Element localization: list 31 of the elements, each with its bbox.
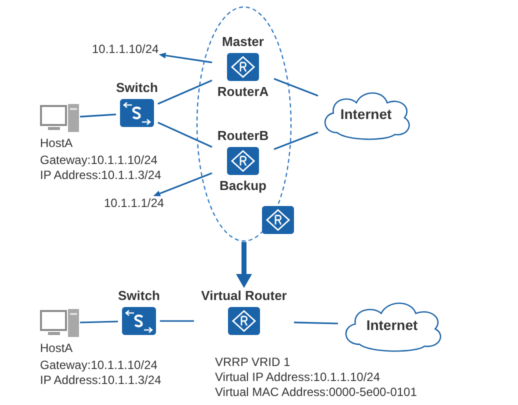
- caption-text: Virtual MAC Address:0000-5e00-0101: [215, 385, 417, 400]
- cloud-label: Internet: [366, 317, 418, 333]
- caption-text: IP Address:10.1.1.3/24: [40, 168, 162, 183]
- device-label: RouterB: [217, 128, 269, 144]
- caption-text: Gateway:10.1.1.10/24: [40, 153, 158, 168]
- host-label: HostA: [40, 136, 73, 151]
- connection-line: [158, 80, 212, 105]
- caption-text: Virtual IP Address:10.1.1.10/24: [215, 370, 382, 385]
- device-label: Backup: [220, 178, 266, 194]
- connection-line: [160, 320, 194, 322]
- device-label: Master: [222, 34, 264, 50]
- device-label: Virtual Router: [201, 288, 287, 304]
- caption-text: Gateway:10.1.1.10/24: [40, 358, 158, 373]
- caption-text: VRRP VRID 1: [215, 355, 292, 370]
- arrow: [153, 172, 212, 196]
- caption-text: IP Address:10.1.1.3/24: [40, 373, 162, 388]
- connection-line: [80, 114, 116, 118]
- ip-address-label: 10.1.1.10/24: [92, 42, 159, 57]
- ip-address-label: 10.1.1.1/24: [104, 196, 164, 211]
- host-label: HostA: [40, 341, 73, 356]
- connection-line: [294, 322, 338, 324]
- device-label: Switch: [118, 288, 160, 304]
- device-label: Switch: [116, 80, 158, 96]
- connection-line: [80, 320, 118, 324]
- arrow: [236, 242, 252, 288]
- arrow: [158, 52, 212, 64]
- device-label: RouterA: [217, 84, 269, 100]
- connection-line: [274, 132, 318, 150]
- connection-line: [158, 122, 212, 148]
- cloud-label: Internet: [340, 106, 392, 122]
- connection-line: [274, 78, 318, 96]
